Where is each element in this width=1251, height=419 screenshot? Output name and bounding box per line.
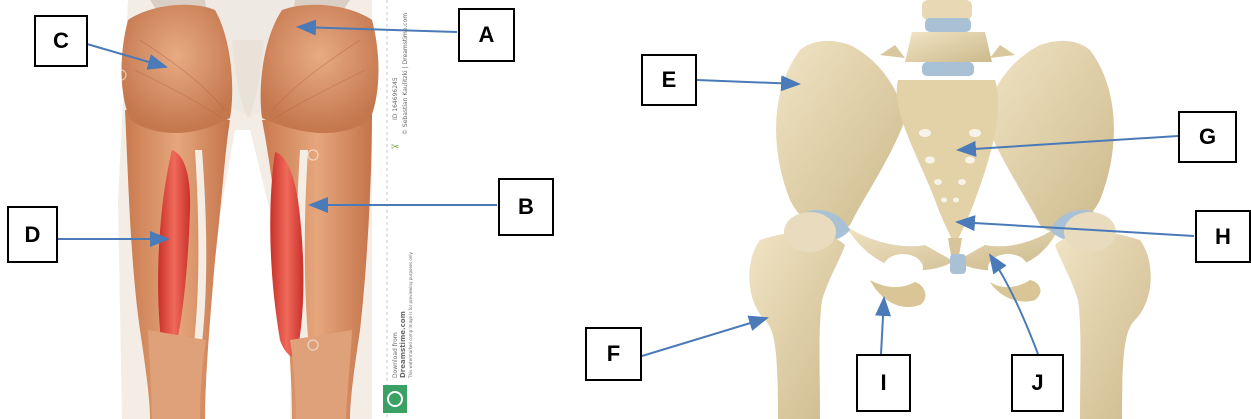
- sacrum: [897, 80, 999, 245]
- label-box-d: D: [7, 206, 58, 263]
- watermark-site: Dreamstime.com: [399, 311, 407, 378]
- ilium-right: [985, 41, 1114, 232]
- dreamstime-logo: [383, 385, 407, 413]
- ischial-tuberosity: [870, 280, 925, 307]
- arrow-i: [881, 298, 884, 354]
- label-box-g: G: [1178, 111, 1237, 163]
- label-box-h: H: [1195, 210, 1251, 263]
- label-box-f: F: [585, 327, 642, 381]
- label-box-e: E: [641, 54, 697, 106]
- svg-text:✂: ✂: [391, 142, 399, 153]
- label-box-a: A: [458, 8, 515, 62]
- label-box-j: J: [1011, 354, 1064, 412]
- pubic-symphysis: [950, 254, 966, 274]
- pelvis-illustration: [749, 0, 1150, 419]
- femur-right: [1055, 232, 1151, 419]
- arrow-f: [642, 318, 767, 356]
- watermark-download: Download from: [392, 332, 399, 378]
- ilium-left: [776, 41, 905, 232]
- watermark-id: ID 164696245: [392, 77, 399, 120]
- watermark-note: This watermarked comp image is for previ…: [408, 251, 413, 378]
- label-box-b: B: [498, 178, 554, 236]
- femur-left: [749, 232, 845, 419]
- label-box-c: C: [34, 15, 88, 67]
- label-box-i: I: [856, 354, 911, 412]
- intervertebral-disc: [925, 18, 971, 32]
- gluteus-maximus-right: [261, 5, 379, 133]
- watermark-author: © Sebastian Kaulitzki | Dreamstime.com: [402, 13, 409, 135]
